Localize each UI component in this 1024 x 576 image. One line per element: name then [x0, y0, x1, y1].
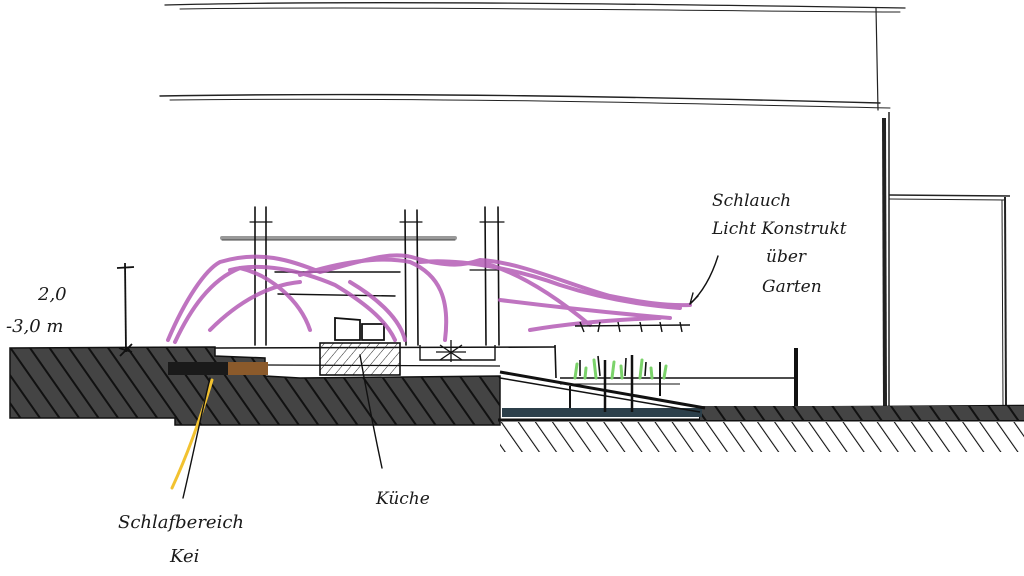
- light-tent: [166, 253, 692, 344]
- garden-truss: [574, 321, 691, 333]
- height-label-bottom: -3,0 m: [6, 316, 64, 337]
- sleep-label-line2: Kei: [169, 546, 199, 567]
- light-beam: [170, 378, 214, 490]
- pool-water: [502, 408, 702, 417]
- tent-label-line2: Licht Konstrukt: [711, 219, 847, 239]
- pergola-frame: [220, 206, 505, 346]
- height-label-top: 2,0: [37, 284, 67, 305]
- ceiling-lines: [159, 2, 906, 111]
- tent-label-line1: Schlauch: [712, 191, 791, 211]
- ground-section: [9, 346, 1024, 452]
- kitchen-label: Küche: [375, 489, 430, 509]
- height-dimension: [116, 262, 135, 357]
- garden-bed: [560, 348, 798, 406]
- lamp-star: [436, 340, 466, 362]
- kitchen-counter: [319, 317, 401, 376]
- sleep-label-line1: Schlafbereich: [118, 512, 244, 533]
- tent-label-line4: Garten: [762, 277, 822, 297]
- right-building: [882, 112, 1011, 407]
- bed: [168, 362, 268, 375]
- tent-label-line3: über: [766, 247, 807, 267]
- plants: [573, 358, 668, 380]
- leader-lines: [182, 255, 719, 499]
